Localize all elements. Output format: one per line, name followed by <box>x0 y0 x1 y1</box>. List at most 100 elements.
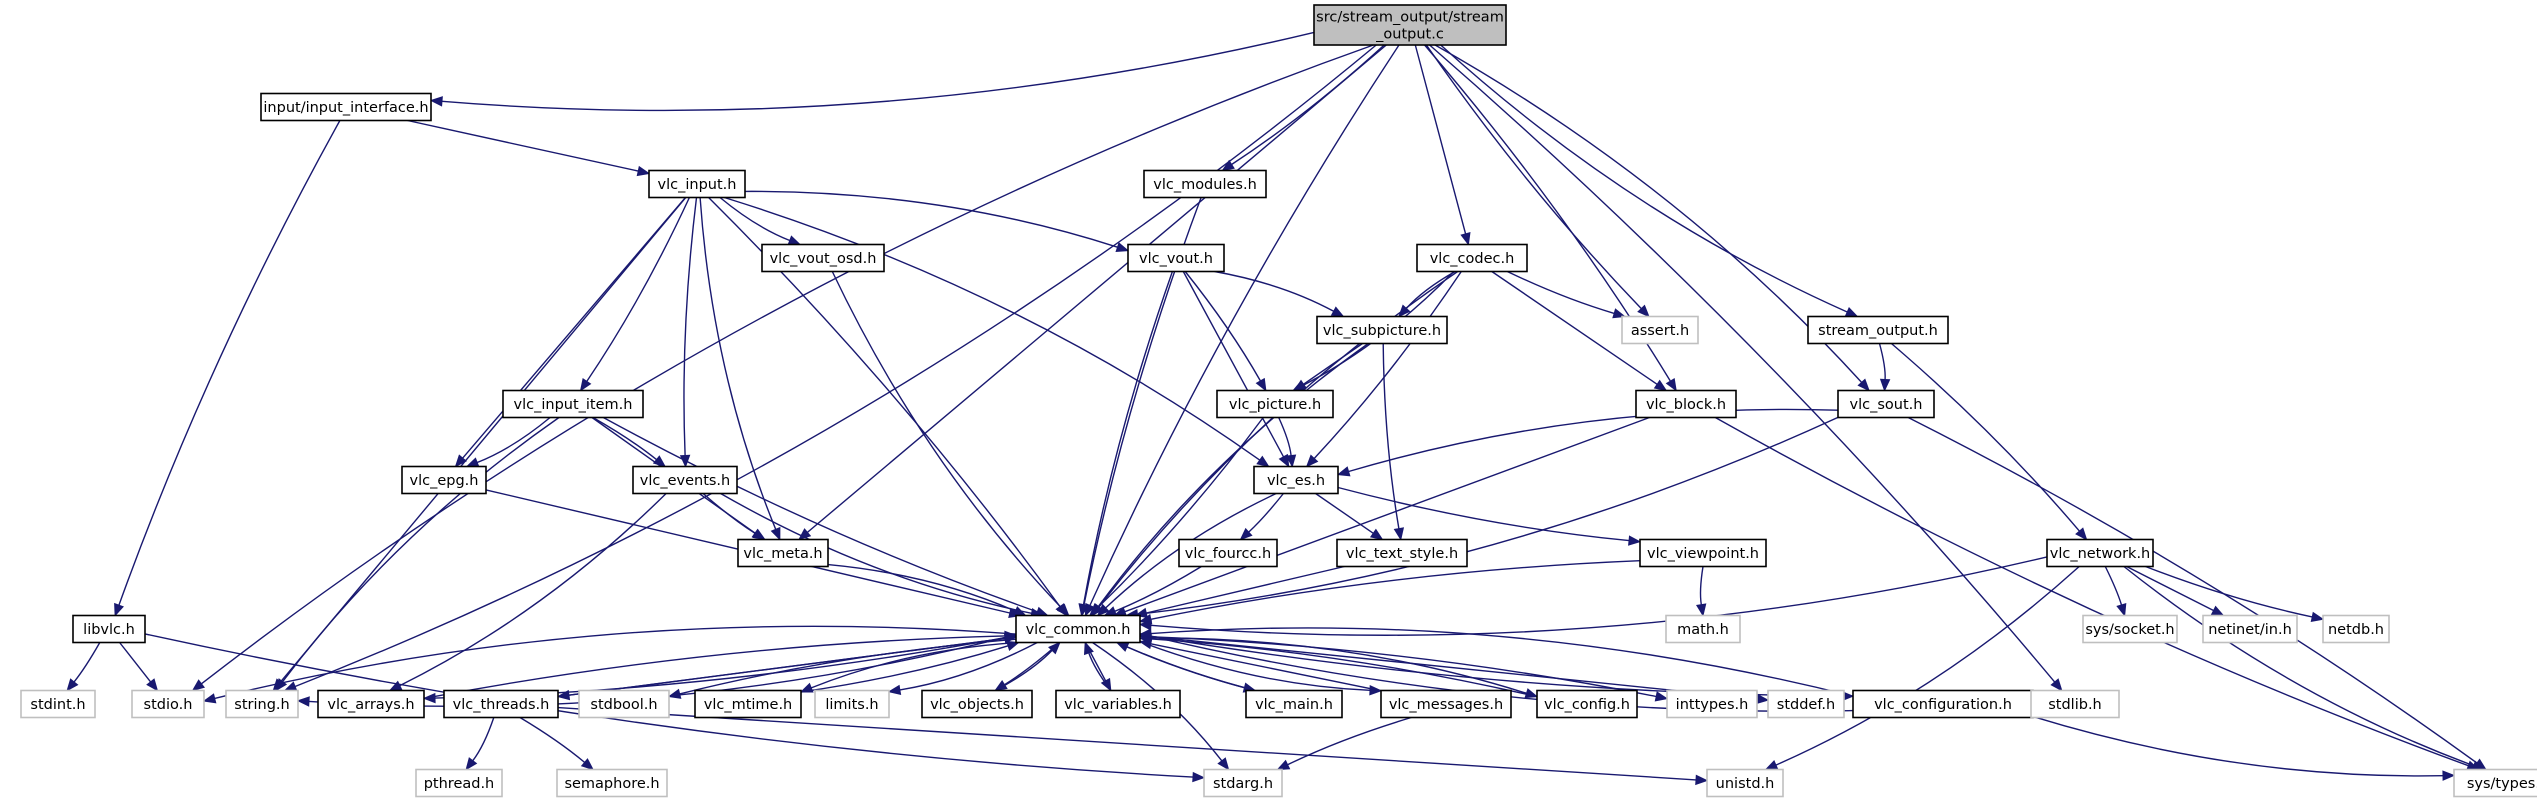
edge-line <box>719 196 791 242</box>
edge-line <box>294 44 1377 688</box>
node-assert: assert.h <box>1621 315 1699 345</box>
edge-line <box>472 717 495 762</box>
edge-line <box>702 492 756 535</box>
arrowhead-icon <box>1844 307 1859 318</box>
node-label: vlc_mtime.h <box>704 697 793 713</box>
arrowhead-icon <box>202 693 217 704</box>
edge-vlc_text_style-to-vlc_common <box>1134 565 1345 618</box>
node-label: sys/socket.h <box>2085 622 2174 638</box>
node-vlc-vout-osd[interactable]: vlc_vout_osd.h <box>761 243 885 273</box>
edge-vlc_input_item-to-string <box>275 416 560 692</box>
edge-vlc_input_item-to-vlc_epg <box>465 416 551 468</box>
arrowhead-icon <box>1138 628 1152 639</box>
node-box <box>1635 389 1737 419</box>
node-vlc-variables[interactable]: vlc_variables.h <box>1055 689 1181 719</box>
node-libvlc[interactable]: libvlc.h <box>72 614 146 644</box>
edge-line <box>1088 652 1112 691</box>
node-box <box>401 465 487 495</box>
node-vlc-subpicture[interactable]: vlc_subpicture.h <box>1316 315 1448 345</box>
edge-line <box>407 119 639 172</box>
node-label: stddef.h <box>1777 697 1835 713</box>
edge-line <box>423 635 1006 700</box>
edge-vlc_messages-to-stdarg <box>1276 716 1412 771</box>
node-vlc-main[interactable]: vlc_main.h <box>1245 689 1343 719</box>
arrowhead-icon <box>275 678 288 692</box>
edge-line <box>1425 44 1642 310</box>
node-vlc-modules[interactable]: vlc_modules.h <box>1143 169 1267 199</box>
edge-vlc_events-to-vlc_meta <box>702 492 766 541</box>
node-vlc-sout[interactable]: vlc_sout.h <box>1837 389 1935 419</box>
node-vlc-arrays[interactable]: vlc_arrays.h <box>317 689 425 719</box>
node-box <box>1203 768 1283 798</box>
edge-vlc_common-to-stdio <box>202 625 1017 704</box>
node-vlc-configuration[interactable]: vlc_configuration.h <box>1852 689 2034 719</box>
node-box <box>1380 689 1512 719</box>
node-vlc-block[interactable]: vlc_block.h <box>1635 389 1737 419</box>
node-label: libvlc.h <box>83 622 135 638</box>
edge-vlc_vout_osd-to-vlc_common <box>831 271 1070 617</box>
node-vlc-objects[interactable]: vlc_objects.h <box>921 689 1033 719</box>
node-vlc-meta[interactable]: vlc_meta.h <box>737 538 829 568</box>
node-label: vlc_meta.h <box>743 546 822 562</box>
edge-line <box>1382 343 1400 529</box>
node-vlc-picture[interactable]: vlc_picture.h <box>1216 389 1334 419</box>
node-vlc-mtime[interactable]: vlc_mtime.h <box>694 689 802 719</box>
node-label: netdb.h <box>2328 622 2384 638</box>
node-box <box>1055 689 1181 719</box>
node-box <box>72 614 146 644</box>
node-vlc-input-item[interactable]: vlc_input_item.h <box>502 389 644 419</box>
arrowhead-icon <box>1654 691 1669 702</box>
edge-line <box>399 493 667 687</box>
node-label: vlc_threads.h <box>453 697 550 713</box>
node-netinet-in: netinet/in.h <box>2202 614 2298 644</box>
node-vlc-threads[interactable]: vlc_threads.h <box>443 689 559 719</box>
edge-line <box>827 563 1016 612</box>
edge-line <box>1114 565 1202 612</box>
arrowhead-icon <box>283 681 298 692</box>
node-vlc-epg[interactable]: vlc_epg.h <box>401 465 487 495</box>
arrowhead-icon <box>1115 242 1130 253</box>
node-vlc-es[interactable]: vlc_es.h <box>1253 465 1339 495</box>
node-stream-output[interactable]: stream_output.h <box>1807 315 1949 345</box>
node-label: stdbool.h <box>590 697 657 713</box>
node-label: vlc_codec.h <box>1430 251 1515 267</box>
arrowhead-icon <box>465 457 480 468</box>
node-vlc-codec[interactable]: vlc_codec.h <box>1416 243 1528 273</box>
node-box <box>1143 169 1267 199</box>
node-label: inttypes.h <box>1676 697 1749 713</box>
edge-input_interface-to-vlc_input <box>407 119 651 177</box>
edge-line <box>1315 492 1374 534</box>
node-vlc-text-style[interactable]: vlc_text_style.h <box>1336 538 1468 568</box>
arrowhead-icon <box>465 757 478 771</box>
node-vlc-config[interactable]: vlc_config.h <box>1536 689 1638 719</box>
node-label: vlc_picture.h <box>1229 397 1321 413</box>
edge-root-to-stdio <box>191 44 1374 692</box>
arrowhead-icon <box>1857 378 1870 392</box>
arrowhead-icon <box>1239 527 1253 541</box>
node-vlc-vout[interactable]: vlc_vout.h <box>1127 243 1225 273</box>
node-vlc-common[interactable]: vlc_common.h <box>1015 614 1141 644</box>
node-unistd: unistd.h <box>1706 768 1784 798</box>
arrowhead-icon <box>636 165 651 177</box>
edge-line <box>118 120 341 606</box>
node-box <box>1178 538 1278 568</box>
node-vlc-events[interactable]: vlc_events.h <box>632 465 738 495</box>
edge-root-to-input_interface <box>429 31 1315 112</box>
node-vlc-messages[interactable]: vlc_messages.h <box>1380 689 1512 719</box>
node-vlc-input[interactable]: vlc_input.h <box>648 169 746 199</box>
node-vlc-network[interactable]: vlc_network.h <box>2046 538 2154 568</box>
edge-line <box>1440 44 1848 313</box>
node-label: _output.c <box>1375 27 1444 43</box>
edge-input_interface-to-libvlc <box>114 120 341 617</box>
arrowhead-icon <box>1369 528 1384 541</box>
edge-root-to-vlc_meta <box>798 44 1387 541</box>
edge-line <box>1126 646 1256 692</box>
node-vlc-viewpoint[interactable]: vlc_viewpoint.h <box>1639 538 1767 568</box>
node-vlc-fourcc[interactable]: vlc_fourcc.h <box>1178 538 1278 568</box>
node-input-interface[interactable]: input/input_interface.h <box>260 92 432 122</box>
edge-vlc_subpicture-to-vlc_picture <box>1293 342 1363 392</box>
node-box <box>2082 614 2178 644</box>
arrowhead-icon <box>1393 527 1405 541</box>
arrowhead-icon <box>667 688 682 699</box>
